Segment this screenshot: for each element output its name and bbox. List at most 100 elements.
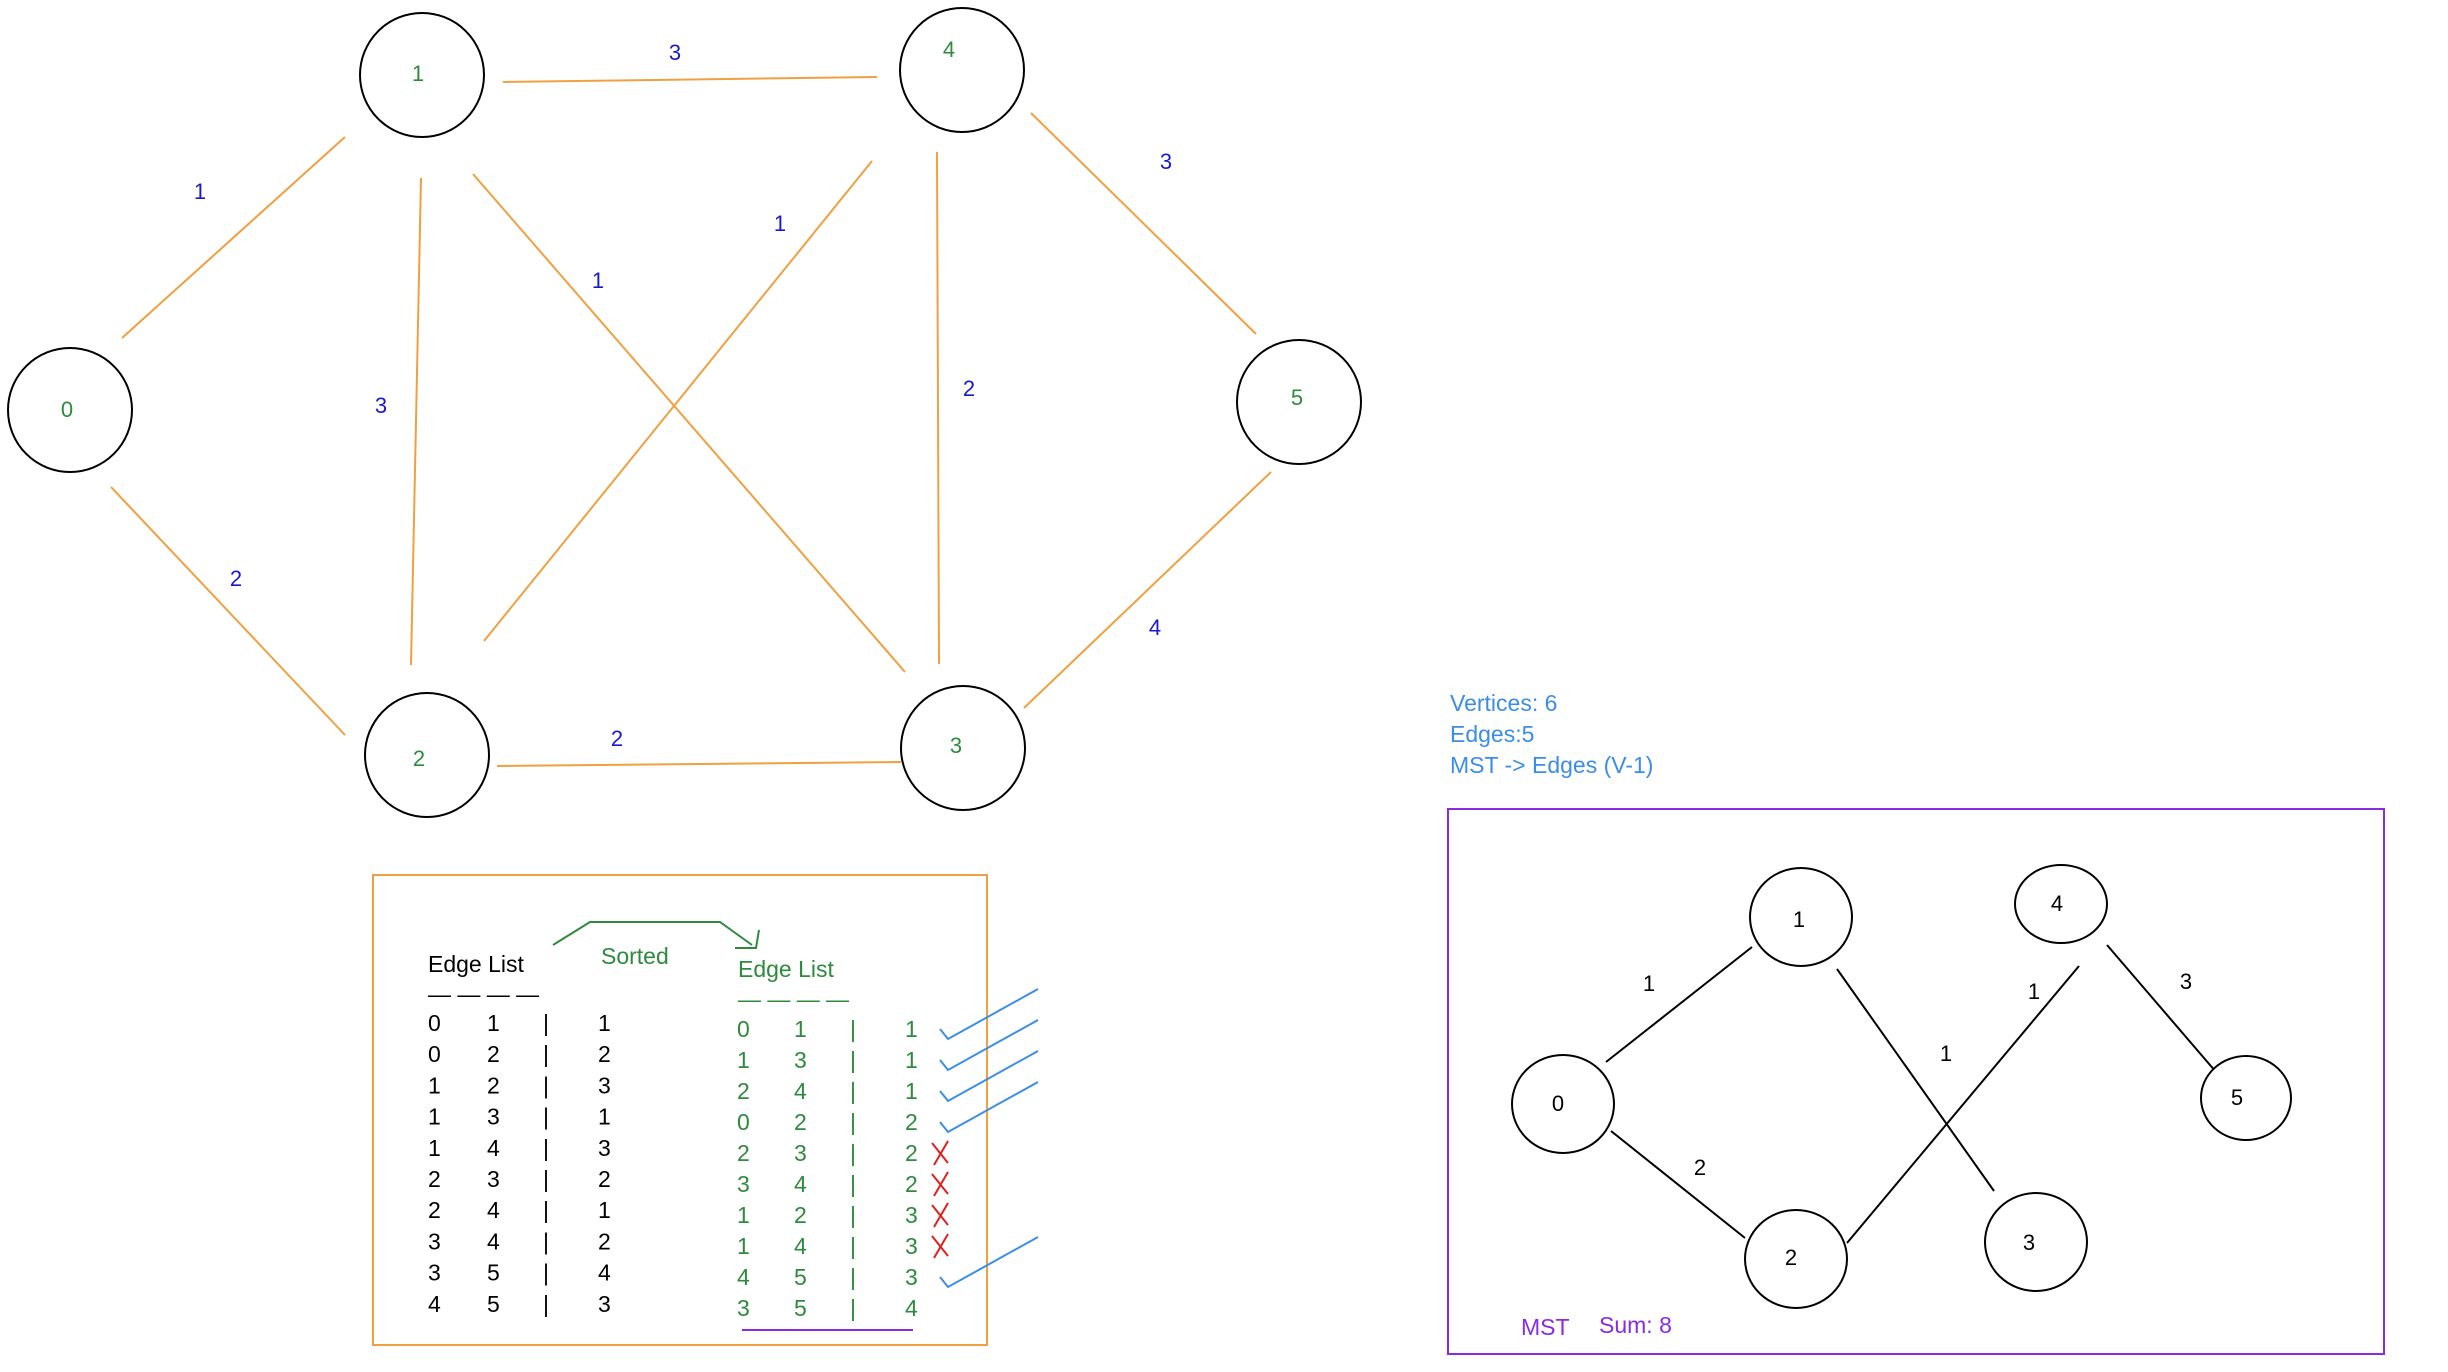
edge-list-separator: |: [543, 1104, 549, 1130]
mst-node-5: 5: [2200, 1055, 2292, 1141]
node-label-3: 3: [950, 733, 962, 758]
node-label-0: 0: [61, 397, 73, 422]
node-0: 0: [7, 347, 133, 473]
graph-weights: 1 2 3 1 3 2 1 2 4 3: [194, 40, 1172, 751]
check-mark-icon: [939, 1019, 1039, 1072]
sorted-cell-w: 3: [905, 1264, 918, 1290]
sorted-cell-w: 4: [905, 1295, 918, 1321]
graph-nodes: 0 1 2 3 4 5: [7, 7, 1362, 818]
check-mark-icon: [939, 1050, 1039, 1103]
info-rule: MST -> Edges (V-1): [1450, 752, 1653, 778]
node-2: 2: [364, 692, 490, 818]
cross-mark-icon: [931, 1233, 949, 1259]
mst-nodes: 0 1 2 3 4 5: [1511, 864, 2292, 1309]
weight-1-2: 3: [375, 393, 387, 418]
mst-node-label-3: 3: [2023, 1230, 2035, 1255]
mst-node-label-1: 1: [1793, 907, 1805, 932]
mst-edge-4-5: [2106, 944, 2217, 1073]
weight-3-4: 2: [963, 376, 975, 401]
edge-2-4: [483, 160, 873, 642]
mst-weight-2-4: 1: [2028, 979, 2040, 1004]
sorted-cell-w: 2: [905, 1109, 918, 1135]
edge-4-5: [1030, 112, 1257, 335]
weight-0-1: 1: [194, 179, 206, 204]
mst-node-0: 0: [1511, 1054, 1615, 1154]
weight-3-5: 4: [1149, 615, 1161, 640]
edge-1-2: [410, 177, 422, 666]
mst-weight-0-2: 2: [1694, 1155, 1706, 1180]
sorted-cell-w: 3: [905, 1233, 918, 1259]
sorted-cell-u: 1: [737, 1047, 750, 1073]
check-mark-icon: [939, 1236, 1039, 1289]
weight-2-4: 1: [774, 211, 786, 236]
edge-list-panel: [372, 874, 988, 1346]
edge-0-1: [121, 136, 346, 339]
sorted-list-marks: [931, 988, 1039, 1289]
info-vertices: Vertices: 6: [1450, 690, 1557, 716]
sorted-cell-u: 3: [737, 1171, 750, 1197]
mst-weight-1-3: 1: [1940, 1041, 1952, 1066]
edge-list-cell-u: 2: [428, 1166, 441, 1192]
edge-list-cell-v: 3: [487, 1166, 500, 1192]
edge-list-dash: — — — —: [428, 981, 539, 1007]
edge-0-2: [110, 486, 346, 736]
mst-node-label-2: 2: [1785, 1245, 1797, 1270]
sorted-cell-u: 2: [737, 1078, 750, 1104]
edge-list-cell-v: 5: [487, 1260, 500, 1286]
sorted-list-dash: — — — —: [738, 986, 849, 1012]
edge-list-cell-u: 4: [428, 1291, 441, 1317]
edge-list-cell-u: 3: [428, 1260, 441, 1286]
edge-list-separator: |: [543, 1197, 549, 1223]
cross-mark-icon: [931, 1140, 949, 1166]
edge-list-title: Edge List: [428, 951, 525, 977]
sorted-cell-w: 3: [905, 1202, 918, 1228]
edge-list-cell-u: 0: [428, 1010, 441, 1036]
mst-weight-4-5: 3: [2180, 969, 2192, 994]
edge-1-3: [472, 173, 906, 673]
edge-list-cell-w: 4: [598, 1260, 611, 1286]
edge-list-separator: |: [543, 1291, 549, 1317]
edge-list-cell-w: 1: [598, 1197, 611, 1223]
edge-list-cell-u: 3: [428, 1228, 441, 1254]
graph-edges: [110, 76, 1272, 767]
mst-node-label-0: 0: [1552, 1091, 1564, 1116]
sorted-cell-v: 4: [794, 1078, 807, 1104]
node-3: 3: [900, 685, 1026, 811]
edge-list-cell-w: 1: [598, 1010, 611, 1036]
weight-1-4: 3: [669, 40, 681, 65]
edge-list-separator: |: [543, 1072, 549, 1098]
sorted-cell-v: 3: [794, 1047, 807, 1073]
weight-1-3: 1: [592, 268, 604, 293]
edge-list-cell-v: 2: [487, 1041, 500, 1067]
weight-2-3: 2: [611, 726, 623, 751]
edge-list-cell-u: 1: [428, 1135, 441, 1161]
mst-node-label-4: 4: [2051, 891, 2063, 916]
edge-list-cell-u: 1: [428, 1072, 441, 1098]
edge-list-cell-v: 4: [487, 1228, 500, 1254]
edge-list-separator: |: [543, 1228, 549, 1254]
mst-node-4: 4: [2014, 864, 2108, 944]
sorted-cell-u: 0: [737, 1016, 750, 1042]
check-mark-icon: [939, 988, 1039, 1041]
sorted-cell-w: 2: [905, 1171, 918, 1197]
sorted-separator: |: [850, 1233, 856, 1259]
sorted-cell-v: 1: [794, 1016, 807, 1042]
sorted-cell-w: 2: [905, 1140, 918, 1166]
sorted-cell-u: 1: [737, 1233, 750, 1259]
check-mark-icon: [939, 1081, 1039, 1134]
edge-list-cell-w: 3: [598, 1291, 611, 1317]
sorted-cell-w: 1: [905, 1047, 918, 1073]
node-label-2: 2: [413, 746, 425, 771]
edge-list-cell-u: 0: [428, 1041, 441, 1067]
edge-list-separator: |: [543, 1010, 549, 1036]
weight-0-2: 2: [230, 566, 242, 591]
node-label-5: 5: [1291, 385, 1303, 410]
node-4: 4: [899, 7, 1025, 133]
edge-list-cell-v: 4: [487, 1135, 500, 1161]
mst-node-2: 2: [1744, 1209, 1848, 1309]
edge-1-4: [502, 76, 878, 83]
edge-list-cell-w: 3: [598, 1135, 611, 1161]
sorted-cell-v: 2: [794, 1109, 807, 1135]
